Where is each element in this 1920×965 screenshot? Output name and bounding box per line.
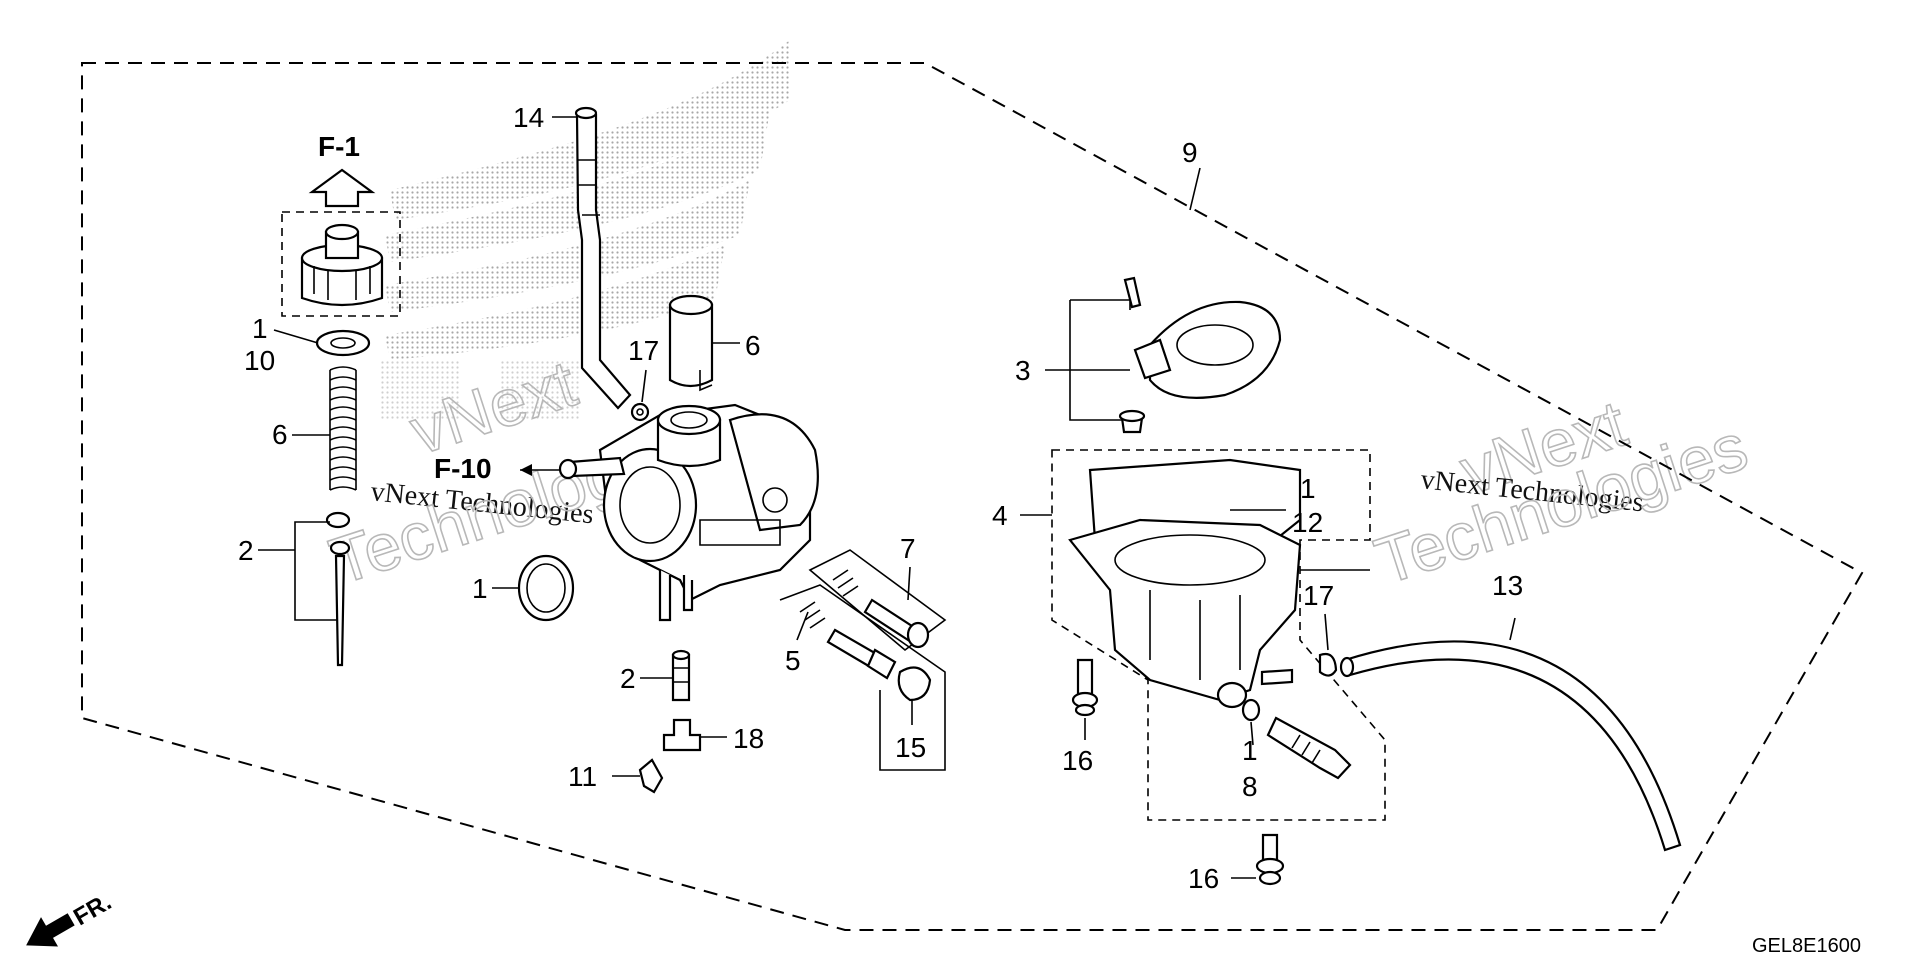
callout-6-left: 6 [272, 419, 288, 450]
callout-14: 14 [513, 102, 544, 133]
callout-5: 5 [785, 645, 801, 676]
callout-17-right: 17 [1303, 580, 1334, 611]
callout-8: 8 [1242, 771, 1258, 802]
chamber-screw-part-bottom [1255, 833, 1285, 886]
arrow-left-icon [520, 464, 532, 476]
callout-13: 13 [1492, 570, 1523, 601]
callout-1-drain: 1 [1242, 735, 1258, 766]
callout-numbers: 1 10 6 2 14 17 6 1 2 18 11 7 5 15 9 3 4 … [238, 102, 1523, 894]
callout-18: 18 [733, 723, 764, 754]
bracket-2-left [294, 521, 338, 621]
air-screw-set-5 [779, 584, 946, 771]
insulator-part [1118, 276, 1282, 434]
wing-logo-watermark [380, 40, 790, 420]
callout-11: 11 [568, 761, 597, 792]
cap-dashed-box [281, 211, 401, 317]
callout-2-left: 2 [238, 535, 254, 566]
float-chamber-box [1051, 449, 1386, 821]
carburetor-body [558, 403, 819, 622]
callout-6-right: 6 [745, 330, 761, 361]
diagram-code: GEL8E1600 [1752, 935, 1861, 957]
bracket-3 [1069, 299, 1131, 421]
drain-screw-part [662, 718, 702, 752]
leader-9 [1189, 167, 1201, 211]
throttle-valve-part [668, 294, 714, 392]
callout-1-oring: 1 [472, 573, 488, 604]
ref-label-f10: F-10 [434, 453, 492, 484]
float-screw-part [1266, 716, 1352, 780]
f1-reference: F-1 [308, 131, 376, 208]
up-arrow-icon [308, 168, 376, 208]
spring-clip-part [638, 758, 664, 794]
main-jet-part [671, 649, 691, 702]
callout-17-left: 17 [628, 335, 659, 366]
callout-16-bottom: 16 [1188, 863, 1219, 894]
front-marker: FR. [26, 888, 116, 947]
ref-label-f1: F-1 [318, 131, 360, 162]
callout-3: 3 [1015, 355, 1031, 386]
spring-part-left [329, 366, 357, 491]
callout-4: 4 [992, 500, 1008, 531]
fuel-hose-part [1339, 640, 1682, 852]
callout-10: 10 [244, 345, 275, 376]
chamber-screw-part-left [1071, 658, 1099, 717]
front-label: FR. [69, 888, 116, 931]
callout-16-left: 16 [1062, 745, 1093, 776]
pilot-screw-set-7 [808, 549, 947, 652]
vent-tube-part [574, 106, 632, 410]
float-chamber-part [1068, 458, 1302, 709]
f10-reference: F-10 [434, 453, 560, 484]
callout-12: 12 [1292, 507, 1323, 538]
washer-part [315, 329, 371, 357]
callout-1-top: 1 [252, 313, 268, 344]
top-cap-part [300, 223, 384, 307]
o-ring-part [517, 554, 575, 622]
watermark-right: vNext vNext Technologies Technologies [1366, 385, 1757, 599]
front-arrow-icon [26, 913, 75, 947]
leader-lines [258, 116, 1516, 879]
callout-2-jet: 2 [620, 663, 636, 694]
callout-7: 7 [900, 533, 916, 564]
hose-clip-part [1318, 652, 1338, 677]
callout-1-gasket: 1 [1300, 473, 1316, 504]
drain-washer-part [1241, 698, 1261, 722]
callout-9: 9 [1182, 137, 1198, 168]
callout-15: 15 [895, 732, 926, 763]
clip-part [630, 402, 650, 422]
jet-needle-part [325, 511, 351, 667]
